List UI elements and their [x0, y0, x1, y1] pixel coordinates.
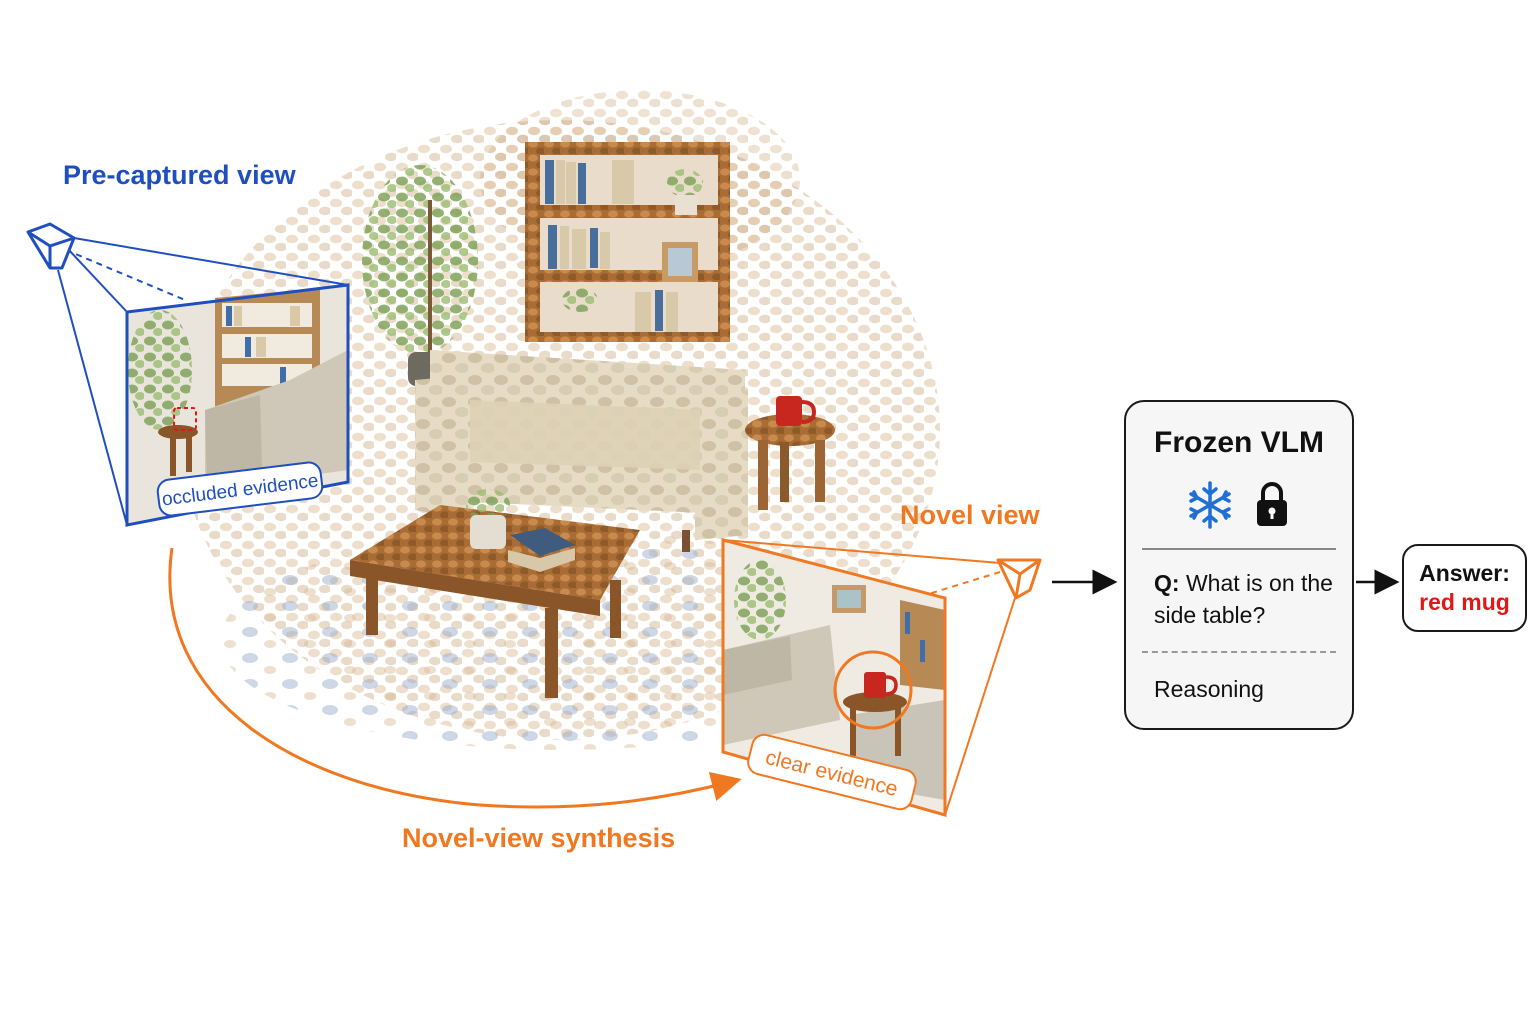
- pre-captured-view-label: Pre-captured view: [63, 160, 296, 190]
- evidence-highlight-circle: [833, 650, 913, 730]
- question-text: What is on the side table?: [1154, 570, 1333, 628]
- novel-view-synthesis-arrow: [168, 547, 742, 809]
- vlm-question: Q: What is on the side table?: [1154, 567, 1344, 631]
- answer-box: Answer: red mug: [1402, 544, 1527, 632]
- red-mug-novel: [864, 672, 898, 698]
- snowflake-icon: [1189, 481, 1231, 529]
- question-prefix: Q:: [1154, 570, 1180, 596]
- answer-value: red mug: [1419, 589, 1510, 615]
- camera-icon-blue: [26, 222, 76, 270]
- red-mug: [776, 396, 817, 426]
- camera-icon-orange: [996, 558, 1042, 600]
- answer-label: Answer:: [1419, 560, 1510, 586]
- bookshelf: [525, 142, 730, 342]
- pre-captured-camera-frustum: [26, 222, 349, 526]
- vlm-dashed-divider: [1142, 651, 1336, 653]
- vlm-reasoning: Reasoning: [1154, 676, 1264, 702]
- novel-view-synthesis-label: Novel-view synthesis: [402, 823, 676, 853]
- coffee-table: [350, 489, 640, 698]
- side-table: [745, 396, 835, 510]
- vlm-status-icons: [1189, 481, 1287, 529]
- vlm-title: Frozen VLM: [1154, 426, 1324, 459]
- novel-view-label: Novel view: [900, 500, 1040, 530]
- lock-icon: [1257, 482, 1287, 526]
- vlm-divider: [1142, 548, 1336, 550]
- occluded-mug-marker: [173, 407, 197, 431]
- sofa: [415, 350, 748, 552]
- frozen-vlm-panel: Frozen VLM Q: What is on the side table?…: [1124, 400, 1354, 730]
